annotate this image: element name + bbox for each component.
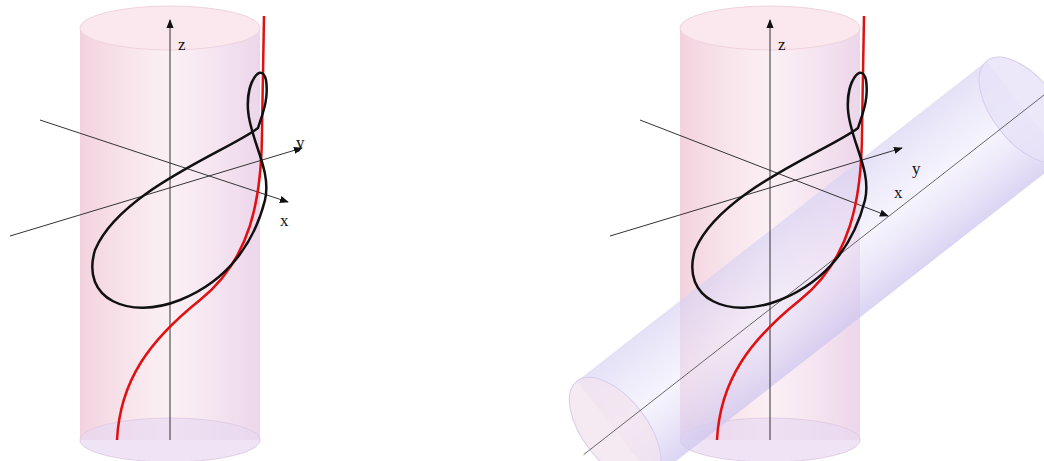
axis-label: z [778, 36, 786, 53]
left-panel [10, 6, 302, 461]
axis-label: z [178, 36, 186, 53]
axis-label: x [894, 184, 903, 201]
axis-label: y [296, 134, 305, 151]
axis-label: y [912, 160, 921, 177]
axis-label: x [280, 212, 289, 229]
right-panel [545, 6, 1044, 461]
